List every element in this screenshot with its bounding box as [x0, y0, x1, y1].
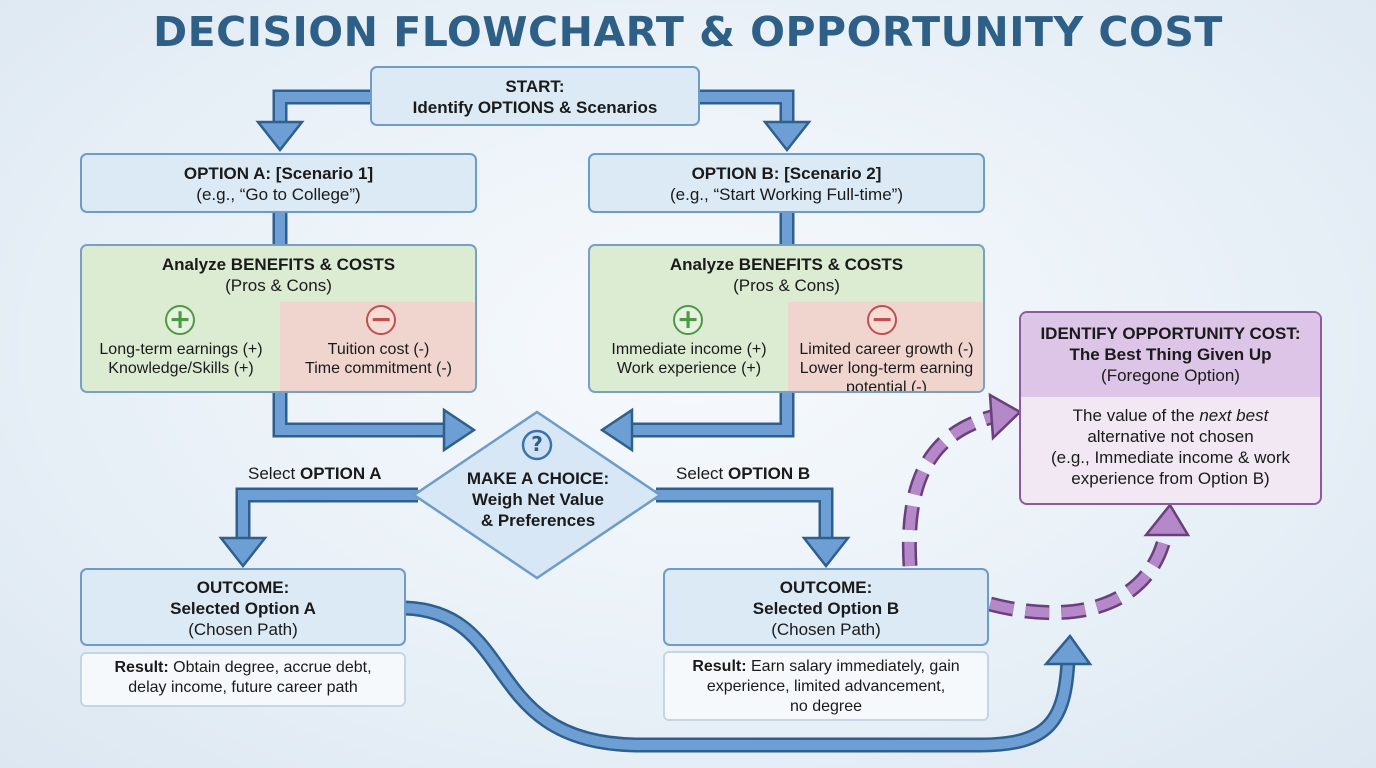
pro-item: Immediate income (+): [611, 341, 767, 358]
decision-line3: & Preferences: [480, 511, 596, 530]
emphasis-next-best: next best: [1199, 406, 1269, 425]
decision-diamond: [411, 410, 663, 580]
con-item: Tuition cost (-): [327, 341, 430, 358]
arrowhead-decision-right: [599, 407, 634, 453]
con-item: Limited career growth (-): [799, 341, 974, 358]
arrow-analysis-a-to-decision: [272, 392, 448, 438]
opportunity-cost-body: The value of the next best alternative n…: [1050, 406, 1291, 488]
flow-arrows: [218, 89, 1093, 753]
opportunity-arrows: [901, 392, 1191, 621]
dashed-arrow-result-b-to-opportunity: [988, 530, 1174, 621]
result-a-text: delay income, future career path: [128, 679, 358, 696]
question-icon: ?: [531, 432, 543, 456]
pro-item: Long-term earnings (+): [99, 341, 263, 358]
pro-item: Knowledge/Skills (+): [108, 360, 254, 377]
result-b-text: Earn salary immediately, gain: [746, 658, 960, 675]
option-a-box: OPTION A: [Scenario 1] (e.g., “Go to Col…: [80, 153, 477, 213]
decision-label: MAKE A CHOICE: Weigh Net Value & Prefere…: [438, 468, 638, 531]
outcome-b-sub: (Chosen Path): [771, 620, 881, 639]
minus-icon: −: [867, 305, 897, 335]
result-b-label: Result:: [692, 658, 747, 675]
analysis-a-heading: Analyze BENEFITS & COSTS: [161, 255, 396, 274]
minus-icon: −: [366, 305, 396, 335]
option-a-example: (e.g., “Go to College”): [196, 185, 361, 204]
arrow-decision-to-outcome-a: [235, 487, 418, 540]
decision-line1: MAKE A CHOICE:: [466, 469, 610, 488]
opportunity-cost-title: IDENTIFY OPPORTUNITY COST:: [1040, 324, 1301, 343]
start-description: Identify OPTIONS & Scenarios: [412, 98, 658, 117]
analysis-b-heading: Analyze BENEFITS & COSTS: [669, 255, 904, 274]
start-box: START: Identify OPTIONS & Scenarios: [370, 66, 700, 126]
outcome-b-label: OUTCOME:: [779, 578, 873, 597]
analysis-b-cons: Limited career growth (-) Lower long-ter…: [788, 340, 983, 393]
select-option-b-label: Select OPTION B: [676, 464, 811, 483]
arrowhead-opportunity-top: [988, 392, 1023, 441]
analysis-b-sub: (Pros & Cons): [733, 276, 840, 295]
arrowhead-long-curve: [1043, 633, 1093, 666]
option-b-box: OPTION B: [Scenario 2] (e.g., “Start Wor…: [588, 153, 985, 213]
analysis-a-pros: Long-term earnings (+) Knowledge/Skills …: [82, 340, 280, 378]
analysis-b-pros: Immediate income (+) Work experience (+): [590, 340, 788, 378]
plus-icon: +: [165, 305, 195, 335]
result-a-label: Result:: [114, 659, 169, 676]
outcome-a-title: Selected Option A: [170, 599, 316, 618]
result-a-box: Result: Obtain degree, accrue debt, dela…: [80, 652, 406, 707]
arrowhead-option-a: [255, 120, 305, 153]
con-item: Time commitment (-): [305, 360, 452, 377]
arrowhead-decision-left: [442, 407, 477, 453]
question-icon-circle: [521, 429, 553, 461]
arrowhead-option-b: [762, 120, 812, 153]
arrowhead-opportunity-bottom: [1143, 502, 1191, 537]
analysis-b-panel: Analyze BENEFITS & COSTS (Pros & Cons) +…: [588, 244, 985, 393]
con-item: potential (-): [846, 379, 927, 393]
outcome-b-box: OUTCOME: Selected Option B (Chosen Path): [663, 568, 989, 646]
arrow-decision-to-outcome-b: [656, 487, 834, 540]
con-item: Lower long-term earning: [799, 360, 974, 377]
pro-item: Work experience (+): [616, 360, 762, 377]
option-a-title: OPTION A: [Scenario 1]: [183, 164, 374, 183]
outcome-b-title: Selected Option B: [752, 599, 900, 618]
outcome-a-label: OUTCOME:: [196, 578, 290, 597]
result-b-text: no degree: [789, 698, 863, 715]
outcome-a-box: OUTCOME: Selected Option A (Chosen Path): [80, 568, 406, 646]
result-a-text: Obtain degree, accrue debt,: [168, 659, 372, 676]
opportunity-cost-box: IDENTIFY OPPORTUNITY COST: The Best Thin…: [1019, 311, 1322, 505]
plus-icon: +: [673, 305, 703, 335]
analysis-a-panel: Analyze BENEFITS & COSTS (Pros & Cons) +…: [80, 244, 477, 393]
decision-line2: Weigh Net Value: [472, 490, 604, 509]
outcome-a-sub: (Chosen Path): [188, 620, 298, 639]
start-label: START:: [505, 77, 565, 96]
arrow-analysis-b-to-decision: [628, 392, 795, 438]
opportunity-cost-header: IDENTIFY OPPORTUNITY COST: The Best Thin…: [1021, 313, 1320, 397]
page-title: DECISION FLOWCHART & OPPORTUNITY COST: [153, 8, 1223, 56]
arrowhead-outcome-a: [218, 536, 268, 569]
analysis-a-sub: (Pros & Cons): [225, 276, 332, 295]
opportunity-cost-note: (Foregone Option): [1101, 366, 1240, 385]
option-b-example: (e.g., “Start Working Full-time”): [669, 185, 903, 204]
result-b-text: experience, limited advancement,: [706, 678, 946, 695]
select-option-a-label: Select OPTION A: [248, 464, 382, 483]
analysis-a-cons: Tuition cost (-) Time commitment (-): [280, 340, 475, 378]
arrowhead-outcome-b: [801, 536, 851, 569]
opportunity-cost-subtitle: The Best Thing Given Up: [1069, 345, 1272, 364]
option-b-title: OPTION B: [Scenario 2]: [691, 164, 882, 183]
result-b-box: Result: Earn salary immediately, gain ex…: [663, 651, 989, 721]
